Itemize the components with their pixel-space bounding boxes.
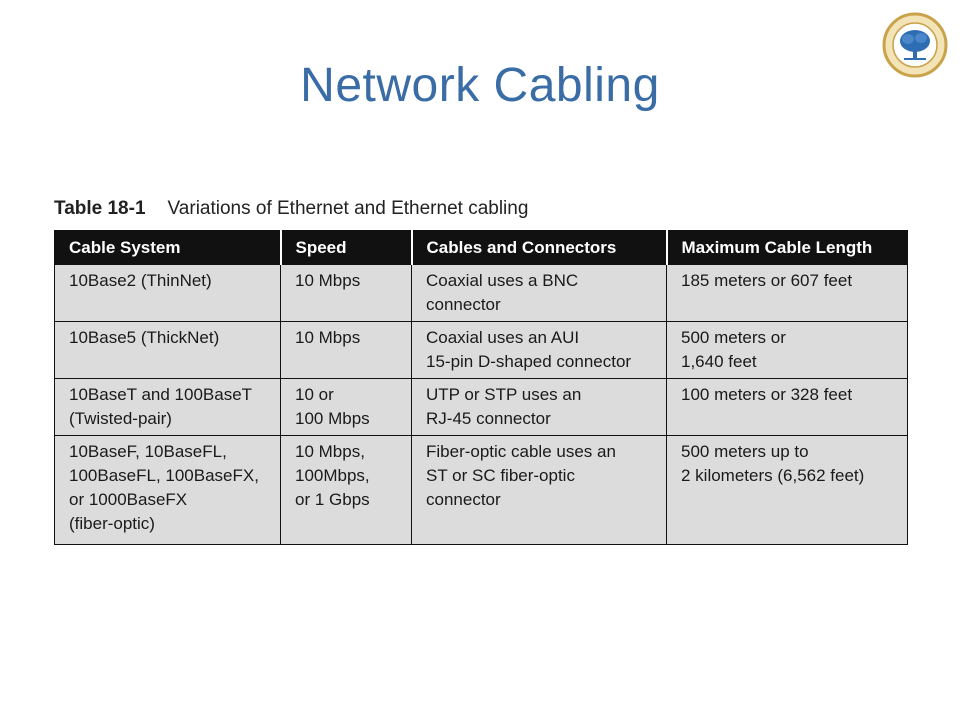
cell-max-length: 100 meters or 328 feet — [666, 378, 908, 436]
cell-cables-connectors: UTP or STP uses an RJ-45 connector — [411, 378, 667, 436]
cell-cable-system: 10Base5 (ThickNet) — [54, 321, 281, 379]
cell-cables-connectors: Fiber-optic cable uses an ST or SC fiber… — [411, 435, 667, 545]
table-caption-number: Table 18-1 — [54, 198, 146, 219]
cell-speed: 10 or 100 Mbps — [280, 378, 412, 436]
column-header-speed: Speed — [279, 230, 412, 265]
table-row: 10BaseT and 100BaseT (Twisted-pair) 10 o… — [54, 378, 908, 436]
column-header-cable-system: Cable System — [54, 230, 281, 265]
university-seal-icon — [882, 12, 948, 78]
table-row: 10Base2 (ThinNet) 10 Mbps Coaxial uses a… — [54, 264, 908, 322]
cell-speed: 10 Mbps — [280, 321, 412, 379]
column-header-cables-connectors: Cables and Connectors — [410, 230, 667, 265]
cell-max-length: 500 meters up to 2 kilometers (6,562 fee… — [666, 435, 908, 545]
cell-max-length: 500 meters or 1,640 feet — [666, 321, 908, 379]
cell-speed: 10 Mbps — [280, 264, 412, 322]
column-header-max-length: Maximum Cable Length — [665, 230, 908, 265]
table-caption: Table 18-1 Variations of Ethernet and Eth… — [54, 198, 528, 220]
cell-cable-system: 10Base2 (ThinNet) — [54, 264, 281, 322]
table-row: 10Base5 (ThickNet) 10 Mbps Coaxial uses … — [54, 321, 908, 379]
cell-cable-system: 10BaseF, 10BaseFL, 100BaseFL, 100BaseFX,… — [54, 435, 281, 545]
cell-cables-connectors: Coaxial uses a BNC connector — [411, 264, 667, 322]
cell-cables-connectors: Coaxial uses an AUI 15-pin D-shaped conn… — [411, 321, 667, 379]
cell-speed: 10 Mbps, 100Mbps, or 1 Gbps — [280, 435, 412, 545]
ethernet-cabling-table: Cable System Speed Cables and Connectors… — [54, 230, 908, 545]
cell-max-length: 185 meters or 607 feet — [666, 264, 908, 322]
table-header-row: Cable System Speed Cables and Connectors… — [54, 230, 908, 265]
table-row: 10BaseF, 10BaseFL, 100BaseFL, 100BaseFX,… — [54, 435, 908, 545]
cell-cable-system: 10BaseT and 100BaseT (Twisted-pair) — [54, 378, 281, 436]
slide-title: Network Cabling — [300, 59, 660, 112]
table-caption-text: Variations of Ethernet and Ethernet cabl… — [167, 198, 529, 219]
